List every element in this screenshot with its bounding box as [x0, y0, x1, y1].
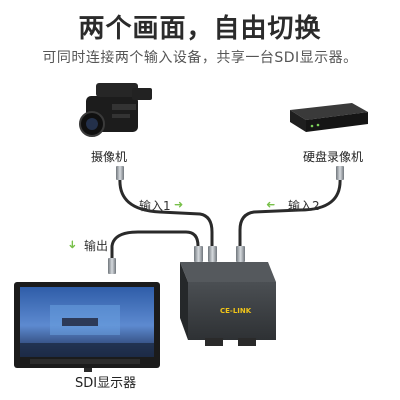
input1-cable	[118, 176, 214, 252]
input2-cable	[238, 176, 342, 252]
input2-label: 输入2	[288, 199, 320, 213]
output-label: 输出	[84, 239, 109, 253]
sdi-cables	[110, 176, 342, 272]
dvr-label: 硬盘录像机	[303, 150, 364, 164]
camcorder-icon	[79, 83, 152, 137]
page-title: 两个画面，自由切换	[78, 14, 322, 44]
input1-label: 输入1	[139, 199, 171, 213]
brand-label: CE-LINK	[220, 307, 252, 315]
sdi-monitor-icon	[14, 282, 160, 372]
bnc-connectors	[108, 166, 344, 274]
arrow-down-icon: ➜	[66, 239, 80, 250]
dvr-recorder-icon	[290, 103, 368, 132]
sdi-switch-icon	[180, 262, 276, 346]
arrow-left-icon: ➜	[266, 198, 276, 211]
page-subtitle: 可同时连接两个输入设备，共享一台SDI显示器。	[42, 50, 358, 66]
output-cable	[110, 230, 200, 272]
arrow-right-icon: ➜	[174, 198, 184, 211]
camera-label: 摄像机	[91, 150, 128, 164]
monitor-label: SDI显示器	[75, 376, 137, 391]
